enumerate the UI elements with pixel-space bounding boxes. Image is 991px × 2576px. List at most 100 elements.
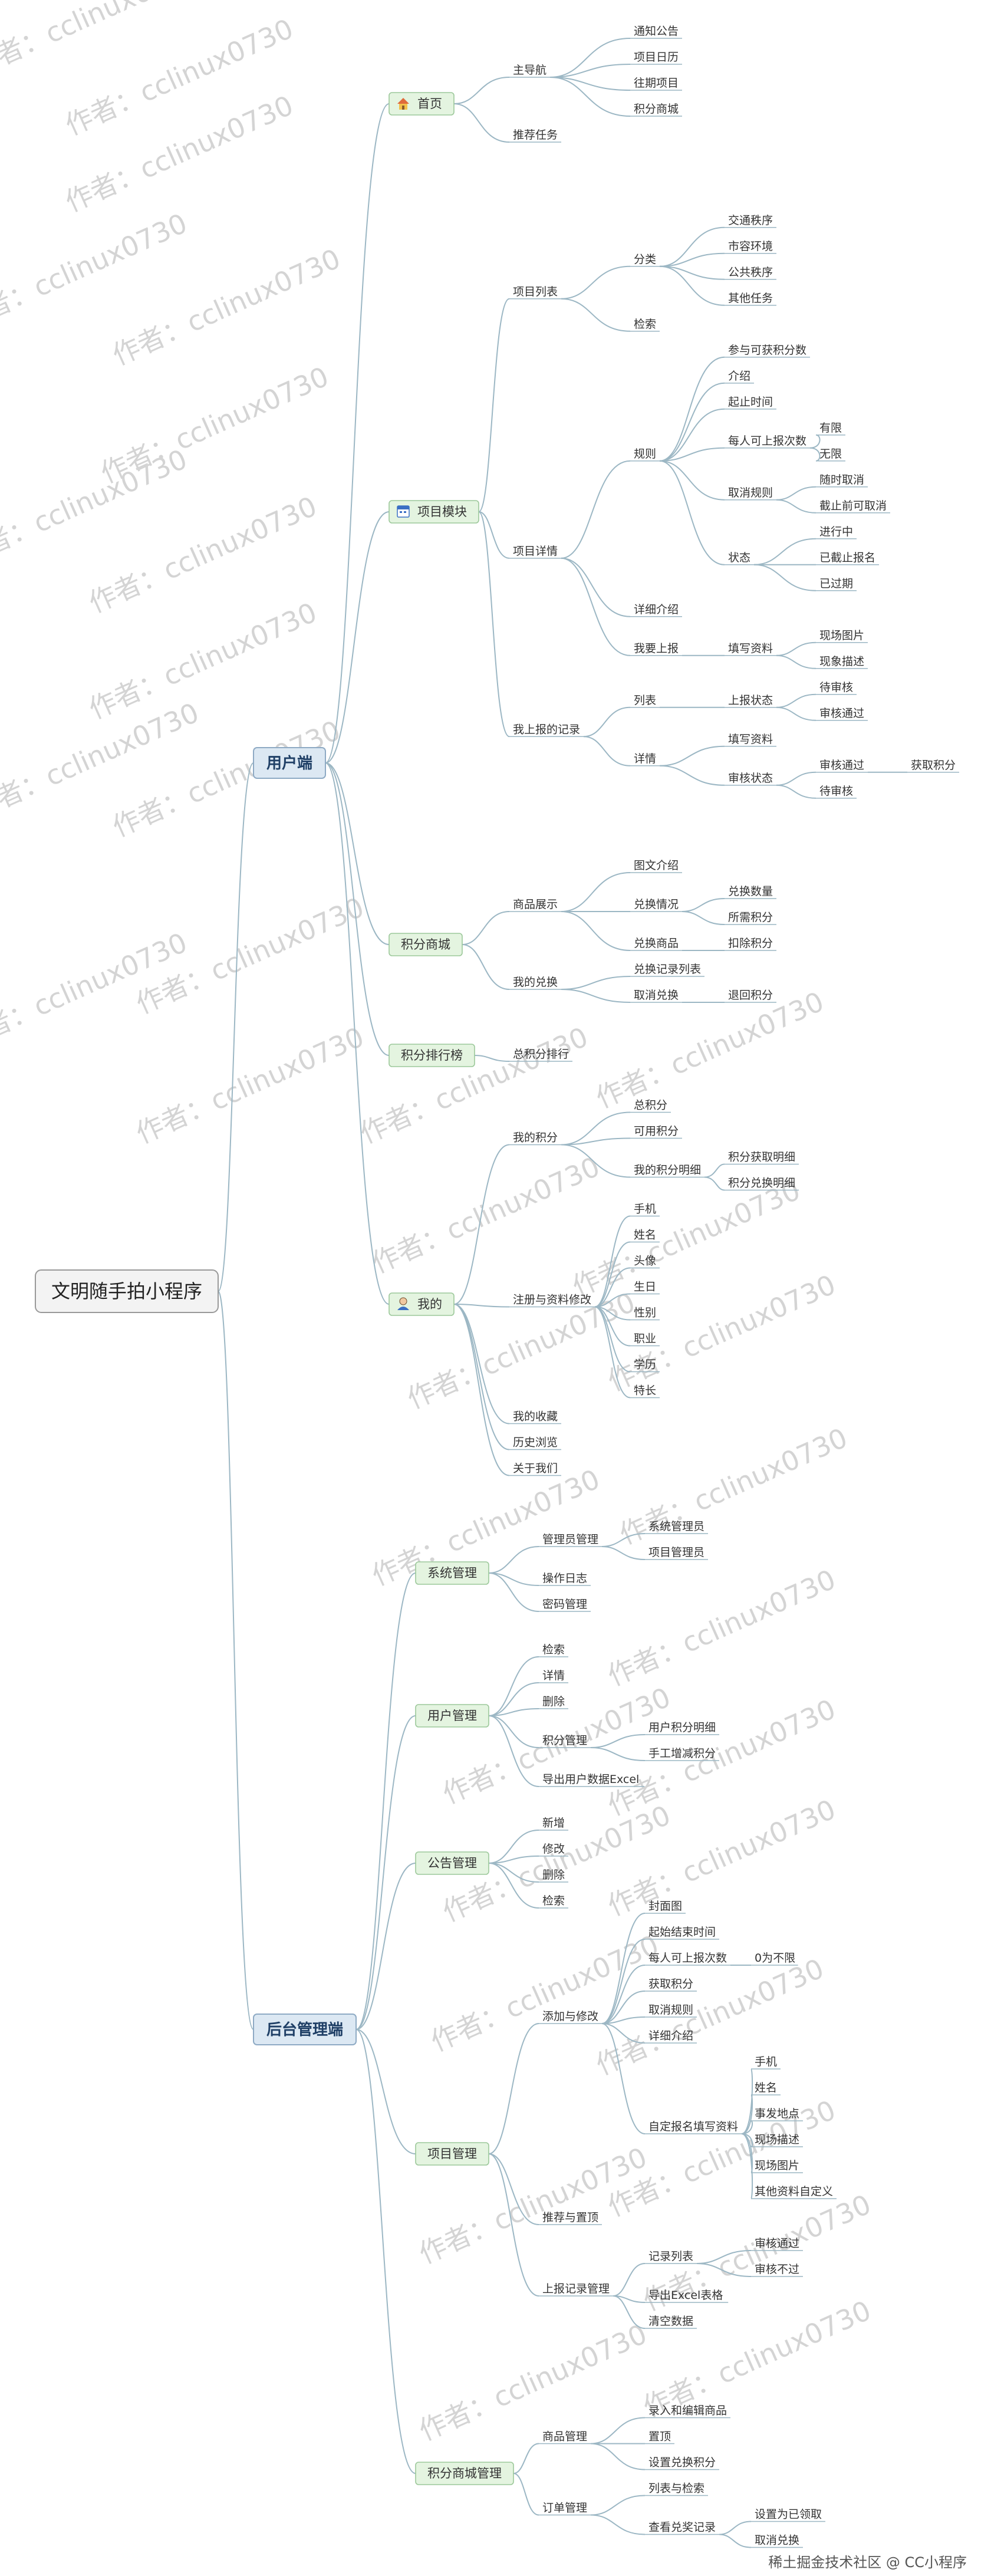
branch-line [488, 2153, 539, 2297]
branch-line [659, 265, 725, 280]
branch-line [355, 1572, 416, 2030]
branch-line [561, 1137, 631, 1146]
topic-label: 兑换情况 [634, 898, 679, 911]
topic-label: 导出Excel表格 [648, 2289, 723, 2302]
branch-line [681, 898, 725, 912]
topic-label: 姓名 [634, 1229, 656, 1242]
branch-line [561, 911, 631, 951]
branch-line [594, 1241, 631, 1308]
topic-label: 上报记录管理 [542, 2282, 610, 2295]
topic-label: 我的积分明细 [634, 1164, 701, 1177]
branch-line [561, 1111, 631, 1146]
branch-line [474, 1055, 510, 1062]
branch-line [590, 2417, 646, 2445]
topic-label: 取消兑换 [634, 989, 679, 1002]
branch-node: 用户端 [253, 747, 326, 779]
topic-label: 列表与检索 [648, 2482, 704, 2495]
branch-line [355, 2029, 416, 2474]
branch-line [488, 1572, 539, 1612]
branch-line [549, 64, 631, 78]
topic-label: 积分管理 [542, 1734, 587, 1747]
branch-line [659, 765, 725, 786]
branch-line [601, 2023, 646, 2134]
branch-line [590, 1734, 646, 1748]
watermark-text: 作者：cclinux0730 [367, 1150, 605, 1279]
topic-label: 有限 [819, 422, 842, 435]
branch-line [659, 460, 725, 501]
topic-label: 学历 [634, 1358, 656, 1371]
branch-line [659, 460, 725, 565]
module-node: 积分商城管理 [415, 2462, 514, 2485]
topic-label: 特长 [634, 1384, 656, 1397]
topic-label: 起止时间 [728, 396, 773, 409]
branch-line [549, 77, 631, 117]
topic-label: 取消规则 [728, 486, 773, 499]
topic-label: 商品管理 [542, 2430, 587, 2443]
topic-label: 商品展示 [513, 898, 558, 911]
node-layer: 文明随手拍小程序用户端首页主导航通知公告项目日历往期项目积分商城推荐任务项目模块… [35, 25, 959, 2548]
branch-line [488, 1546, 539, 1574]
topic-label: 获取积分 [648, 1978, 693, 1991]
watermark-text: 作者：cclinux0730 [568, 1174, 805, 1303]
watermark-layer: 作者：cclinux0730作者：cclinux0730作者：cclinux07… [0, 0, 875, 2447]
branch-line [776, 654, 816, 669]
branch-box [253, 2014, 357, 2045]
module-label: 系统管理 [427, 1566, 477, 1580]
branch-line [776, 771, 816, 786]
branch-line [453, 77, 510, 104]
branch-line [696, 2250, 752, 2264]
topic-label: 总积分排行 [513, 1048, 569, 1061]
topic-label: 兑换数量 [728, 885, 773, 898]
topic-label: 录入和编辑商品 [648, 2404, 727, 2417]
branch-line [776, 499, 816, 514]
watermark-text: 作者：cclinux0730 [108, 242, 345, 371]
watermark-text: 作者：cclinux0730 [84, 490, 322, 619]
topic-label: 推荐任务 [513, 129, 558, 142]
module-label: 积分排行榜 [401, 1048, 463, 1062]
branch-line [488, 2023, 539, 2154]
branch-line [453, 1304, 510, 1308]
topic-label: 我上报的记录 [513, 723, 580, 736]
branch-line [704, 1176, 725, 1191]
topic-label: 审核通过 [755, 2237, 799, 2250]
branch-line [513, 2473, 539, 2516]
branch-line [549, 77, 631, 91]
branch-line [583, 706, 631, 738]
branch-line [488, 1715, 539, 1787]
module-label: 首页 [417, 97, 442, 111]
watermark-text: 作者：cclinux0730 [84, 596, 322, 725]
topic-label: 截止前可取消 [819, 499, 887, 512]
branch-line [601, 2023, 646, 2044]
branch-line [659, 226, 725, 267]
branch-line [488, 1715, 539, 1748]
topic-label: 性别 [634, 1307, 656, 1320]
topic-label: 设置为已领取 [755, 2508, 822, 2521]
branch-line [594, 1306, 631, 1399]
branch-line [776, 706, 816, 721]
branch-line [594, 1293, 631, 1308]
topic-label: 姓名 [755, 2081, 777, 2094]
topic-label: 详细介绍 [648, 2029, 693, 2042]
branch-line [659, 265, 725, 306]
topic-label: 公共秩序 [728, 266, 773, 279]
topic-label: 图文介绍 [634, 859, 679, 872]
topic-label: 注册与资料修改 [513, 1294, 591, 1307]
watermark-text: 作者：cclinux0730 [414, 2318, 652, 2447]
branch-label: 后台管理端 [266, 2021, 343, 2039]
branch-line [659, 408, 725, 462]
module-box [389, 500, 479, 524]
calendar-icon [397, 505, 410, 518]
module-label: 积分商城 [401, 937, 450, 952]
root-box [35, 1269, 219, 1313]
topic-label: 我的兑换 [513, 976, 558, 989]
module-label: 积分商城管理 [427, 2466, 502, 2480]
branch-label: 用户端 [266, 754, 312, 772]
branch-line [741, 2068, 753, 2134]
footer-credit: 稀土掘金技术社区 @ CC小程序 [768, 2554, 967, 2571]
topic-label: 填写资料 [728, 733, 773, 746]
watermark-text: 作者：cclinux0730 [0, 443, 192, 572]
module-node: 首页 [389, 92, 455, 116]
branch-line [549, 38, 631, 78]
module-node: 系统管理 [415, 1561, 489, 1585]
module-node: 公告管理 [415, 1851, 489, 1875]
